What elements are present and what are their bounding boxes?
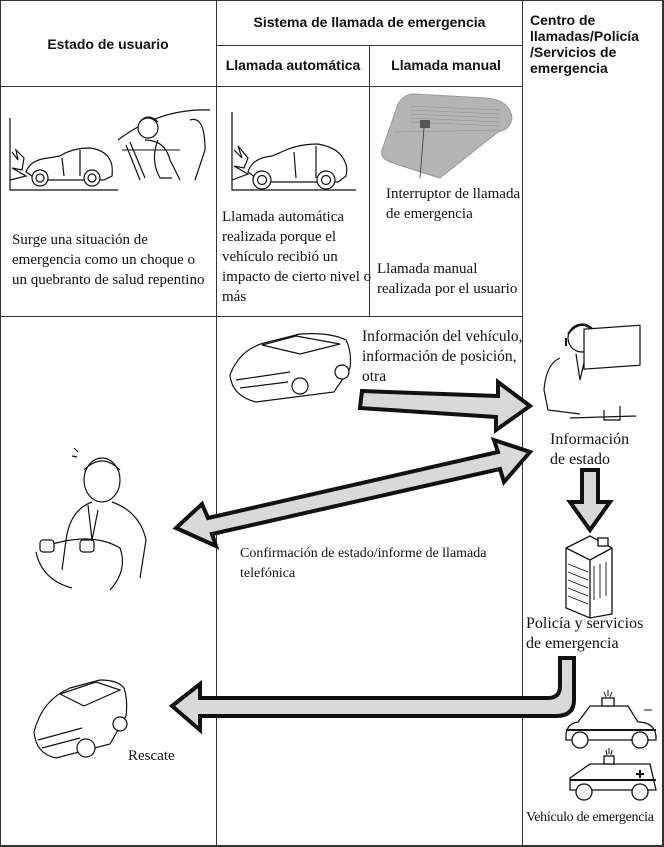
divider-center: [522, 0, 523, 847]
text-line: impacto de cierto nivel o: [222, 269, 372, 285]
injured-driver-icon: [117, 109, 211, 181]
crash-car-auto-icon: [231, 112, 356, 191]
header-manual-call: Llamada manual: [391, 57, 501, 73]
confirmation-label: Confirmación de estado/informe de llamad…: [240, 544, 486, 584]
text-line: información de posición,: [362, 348, 517, 365]
user-situation-text: Surge una situación de emergencia como u…: [12, 230, 204, 290]
text-line: emergencia como un choque o: [12, 252, 195, 268]
text-line: telefónica: [240, 566, 296, 581]
manual-call-text: Llamada manual realizada por el usuario: [377, 259, 517, 299]
rescue-label: Rescate: [128, 748, 175, 764]
text-line: Interruptor de llamada: [386, 186, 521, 202]
text-line: Llamada automática: [222, 209, 345, 225]
text-line: otra: [362, 368, 387, 385]
border-right: [662, 0, 664, 847]
text-line: realizada porque el: [222, 229, 337, 245]
text-line: Policía y servicios: [526, 615, 644, 632]
vehicle-info-label: Información del vehículo, información de…: [362, 327, 523, 387]
border-top: [0, 0, 664, 1]
divider-col1: [216, 0, 217, 847]
header-center-line: /Servicios de: [530, 44, 617, 60]
header-center-line: llamadas/Policía: [530, 28, 639, 44]
arrow-to-police: [566, 468, 614, 534]
header-center-line: emergencia: [530, 60, 608, 76]
text-line: vehículo recibió un: [222, 249, 338, 265]
emergency-vehicle-label: Vehículo de emergencia: [526, 810, 654, 825]
text-line: Información del vehículo,: [362, 328, 523, 345]
text-line: realizada por el usuario: [377, 281, 518, 297]
divider-row1-bottom: [0, 316, 522, 317]
ambulance-icon: [569, 748, 657, 801]
arrow-rescue: [168, 656, 576, 735]
header-system: Sistema de llamada de emergencia: [253, 14, 486, 30]
divider-subheader: [216, 45, 522, 46]
text-line: de emergencia: [526, 635, 619, 652]
border-left: [0, 0, 1, 847]
rescued-car-icon: [33, 679, 128, 759]
switch-label: Interruptor de llamada de emergencia: [386, 184, 520, 224]
text-line: Información: [550, 431, 630, 448]
text-line: Llamada manual: [377, 261, 478, 277]
police-car-icon: [565, 690, 657, 749]
header-center-line: Centro de: [530, 12, 596, 28]
text-line: Surge una situación de: [12, 232, 148, 248]
worried-driver-icon: [35, 447, 147, 591]
arrow-bidirectional-status: [172, 436, 534, 550]
header-auto-call: Llamada automática: [225, 57, 361, 73]
header-user-state: Estado de usuario: [47, 36, 169, 52]
text-line: Confirmación de estado/informe de llamad…: [240, 546, 487, 561]
divider-auto-manual: [369, 45, 370, 316]
header-center: Centro de llamadas/Policía /Servicios de…: [530, 12, 662, 76]
call-center-operator-icon: [543, 323, 641, 421]
crash-car-icon: [9, 118, 118, 191]
divider-header-bottom: [0, 86, 522, 87]
text-line: un quebranto de salud repentino: [12, 272, 205, 288]
text-line: de estado: [550, 451, 610, 468]
text-line: más: [222, 289, 247, 305]
police-services-label: Policía y servicios de emergencia: [526, 614, 643, 654]
auto-call-text: Llamada automática realizada porque el v…: [222, 207, 371, 307]
emergency-switch-panel-icon: [381, 93, 513, 179]
border-bottom: [0, 845, 664, 847]
arrow-vehicle-info: [357, 378, 534, 434]
status-info-label: Información de estado: [550, 430, 629, 470]
building-icon: [565, 535, 613, 619]
vehicle-icon: [229, 333, 352, 403]
sos-button-icon: [420, 120, 430, 128]
text-line: de emergencia: [386, 206, 473, 222]
